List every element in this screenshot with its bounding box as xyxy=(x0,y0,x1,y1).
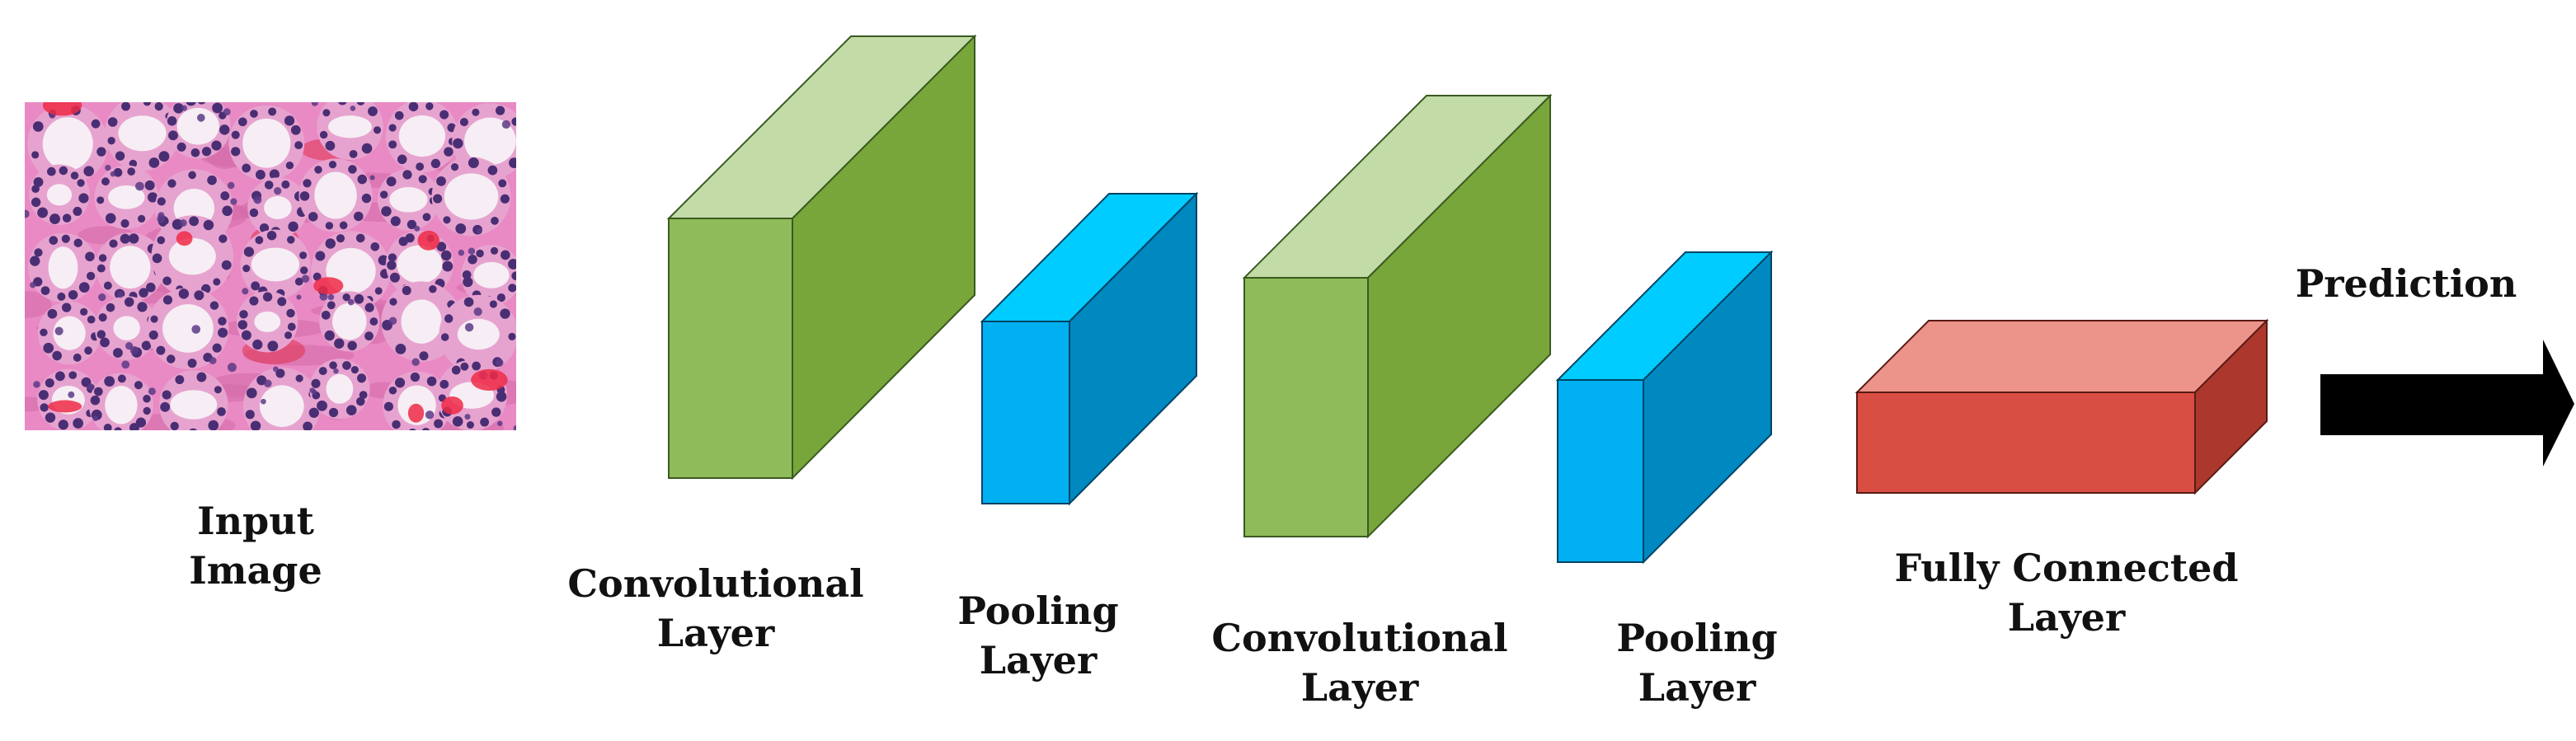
fc-layer-front xyxy=(1856,392,2196,494)
conv-layer-2-block xyxy=(1242,93,1553,539)
pool-layer-2-block xyxy=(1555,250,1774,565)
prediction-arrow-icon xyxy=(2320,340,2574,467)
input-image xyxy=(25,102,516,430)
conv-layer-2-front xyxy=(1243,277,1369,537)
fc-layer-block xyxy=(1854,318,2269,495)
pool-layer-1-front xyxy=(981,321,1070,504)
conv-layer-1-block xyxy=(666,34,977,481)
prediction-label: Prediction xyxy=(2295,261,2517,306)
pool-layer-1-block xyxy=(980,191,1199,506)
conv-layer-1-front xyxy=(668,218,793,479)
pool-layer-2-front xyxy=(1557,379,1644,563)
